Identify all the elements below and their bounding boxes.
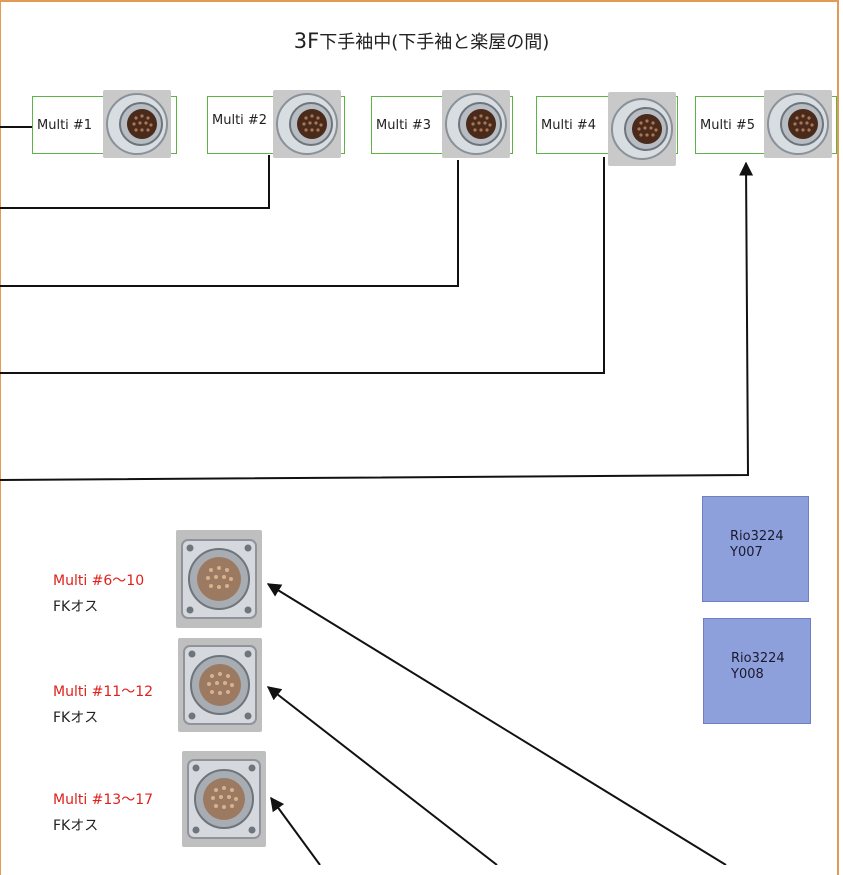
- wire-multi-2: [0, 155, 270, 209]
- multi-label-2: Multi #2: [212, 113, 268, 128]
- fk-range-label-3: Multi #13～17: [53, 792, 154, 808]
- fk-connector-image: [178, 638, 262, 732]
- rio-id-label: Y007: [730, 545, 763, 560]
- wire-multi-5: [0, 161, 754, 481]
- multi-label-5: Multi #5: [700, 117, 756, 133]
- rio-id-label: Y008: [731, 667, 764, 682]
- multi-box-4: Multi #4: [536, 96, 678, 154]
- round-connector-image: [608, 92, 676, 166]
- title-sub: 下手袖中(下手袖と楽屋の間): [319, 32, 550, 53]
- round-connector-image: [764, 90, 832, 158]
- wire-fk-3: [270, 796, 321, 865]
- fk-type-label-3: FKオス: [53, 818, 99, 834]
- diagram-title: 3F下手袖中(下手袖と楽屋の間): [0, 28, 843, 54]
- fk-connector-image: [182, 751, 266, 847]
- fk-type-label-2: FKオス: [53, 710, 99, 726]
- rio-model-label: Rio3224: [730, 529, 784, 544]
- multi-label-4: Multi #4: [541, 117, 597, 133]
- wire-multi-4: [0, 157, 605, 374]
- title-main: 3F: [293, 29, 320, 53]
- rio-model-label: Rio3224: [731, 651, 785, 666]
- fk-range-label-2: Multi #11～12: [53, 684, 154, 700]
- multi-label-1: Multi #1: [37, 117, 93, 133]
- fk-type-label-1: FKオス: [53, 599, 99, 615]
- round-connector-image: [273, 90, 341, 158]
- fk-connector-image: [176, 530, 262, 628]
- wire-fk-2: [266, 686, 498, 865]
- multi-label-3: Multi #3: [376, 117, 432, 133]
- wire-fk-1: [266, 583, 727, 865]
- round-connector-image: [442, 90, 510, 158]
- round-connector-image: [103, 90, 171, 158]
- wire-multi-3: [0, 160, 459, 287]
- fk-range-label-1: Multi #6～10: [53, 573, 145, 589]
- rio-unit-y008: Rio3224 Y008: [703, 618, 811, 724]
- rio-unit-y007: Rio3224 Y007: [702, 496, 809, 602]
